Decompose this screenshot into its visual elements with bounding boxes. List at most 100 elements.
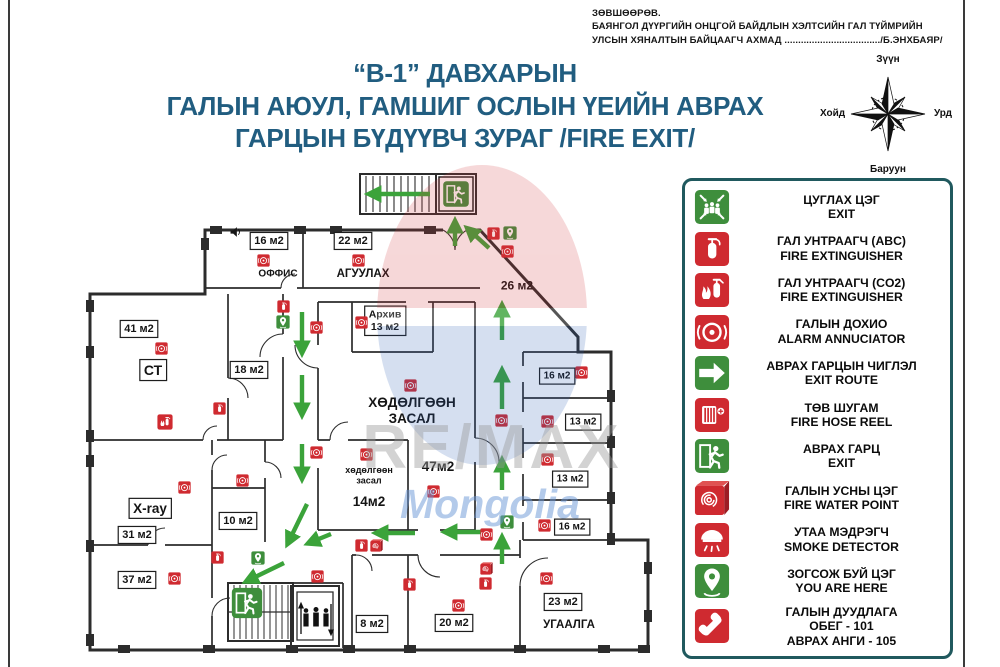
you-are-here-icon — [503, 226, 517, 240]
alarm-annunciator-icon — [427, 485, 440, 498]
alarm-annunciator-icon — [257, 254, 270, 267]
room-label: 31 м2 — [117, 525, 157, 545]
svg-text:31 м2: 31 м2 — [122, 529, 152, 541]
svg-text:16 м2: 16 м2 — [544, 371, 571, 382]
page-frame-right — [963, 0, 965, 667]
svg-text:8 м2: 8 м2 — [360, 618, 383, 630]
elevator — [290, 585, 340, 647]
fire-hose-reel-icon — [694, 397, 730, 433]
room-label: 16 м2 — [249, 231, 289, 251]
room-label: 13 м2 — [551, 470, 589, 488]
alarm-annunciator-icon — [480, 528, 493, 541]
room-label: 16 м2 — [538, 367, 576, 385]
room-label: 13 м2 — [564, 413, 602, 431]
evacuation-arrow — [463, 224, 491, 250]
svg-text:засал: засал — [356, 476, 381, 486]
room-label: 10 м2 — [218, 511, 258, 531]
room-label: 26 м2 — [501, 278, 534, 292]
alarm-annunciator-icon — [501, 245, 514, 258]
compass-label-left: Хойд — [820, 108, 846, 119]
extinguisher-abc-icon — [487, 227, 500, 240]
alarm-annunciator-icon — [352, 254, 365, 267]
svg-text:13 м2: 13 м2 — [371, 321, 399, 333]
room-label: 18 м2 — [229, 360, 269, 380]
evacuation-arrow — [303, 530, 332, 547]
alarm-annunciator-icon — [404, 379, 417, 392]
svg-text:X-ray: X-ray — [133, 501, 167, 516]
speaker-icon — [230, 227, 240, 237]
room-label: УГААЛГА — [543, 619, 595, 631]
emergency-exit-icon — [443, 181, 469, 207]
room-label: 20 м2 — [434, 613, 474, 633]
svg-text:СТ: СТ — [144, 362, 163, 378]
svg-text:ОФФИС: ОФФИС — [258, 269, 297, 280]
extinguisher-abc-icon — [211, 551, 224, 564]
assembly-point-icon — [694, 189, 730, 225]
alarm-annunciator-icon — [168, 572, 181, 585]
exit-route-arrow-icon — [694, 355, 730, 391]
approval-heading: ЗӨВШӨӨРӨВ. — [592, 8, 661, 19]
room-label: АГУУЛАХ — [337, 268, 390, 280]
alarm-annunciator-icon — [538, 519, 551, 532]
elevator-people-icon — [303, 607, 329, 627]
legend-label: ГАЛ УНТРААГЧ (CO2)FIRE EXTINGUISHER — [777, 275, 906, 305]
svg-text:23 м2: 23 м2 — [548, 596, 578, 608]
svg-text:АГУУЛАХ: АГУУЛАХ — [337, 268, 390, 280]
extinguisher-abc-icon — [277, 300, 290, 313]
you-are-here-icon — [251, 551, 265, 565]
page-title: “В-1” ДАВХАРЫН ГАЛЫН АЮУЛ, ГАМШИГ ОСЛЫН … — [40, 57, 890, 155]
extinguisher-co2-icon — [157, 414, 173, 430]
compass-rose: Зүүн Хойд Урд Баруун — [820, 54, 956, 175]
smoke-detector-icon — [694, 522, 730, 558]
extinguisher-abc-icon — [479, 577, 492, 590]
title-line2: ГАЛЫН АЮУЛ, ГАМШИГ ОСЛЫН ҮЕИЙН АВРАХ — [166, 90, 764, 121]
svg-text:22 м2: 22 м2 — [338, 235, 368, 247]
svg-text:13 м2: 13 м2 — [570, 417, 597, 428]
alarm-annunciator-icon — [355, 316, 368, 329]
svg-text:16 м2: 16 м2 — [254, 235, 284, 247]
title-line3: ГАРЦЫН БҮДҮҮВЧ ЗУРАГ /FIRE EXIT/ — [235, 123, 695, 153]
page-frame-left — [8, 0, 10, 667]
svg-text:14м2: 14м2 — [353, 494, 386, 509]
emergency-exit-icon — [231, 587, 263, 619]
you-are-here-icon — [276, 315, 290, 329]
room-label: 22 м2 — [333, 231, 373, 251]
alarm-annunciator-icon — [310, 321, 323, 334]
fire-water-point-icon — [480, 562, 493, 575]
svg-text:20 м2: 20 м2 — [439, 617, 469, 629]
alarm-annunciator-icon — [360, 448, 373, 461]
alarm-annunciator-icon — [541, 415, 554, 428]
room-label: 16 м2 — [553, 518, 591, 536]
evacuation-arrow — [285, 503, 309, 549]
alarm-annunciator-icon — [311, 570, 324, 583]
compass-label-right: Урд — [933, 108, 952, 119]
svg-text:10 м2: 10 м2 — [223, 515, 253, 527]
room-label: 14м2 — [353, 494, 386, 509]
svg-text:47м2: 47м2 — [422, 459, 455, 474]
alarm-annunciator-icon — [452, 599, 465, 612]
alarm-annunciator-icon — [694, 314, 730, 350]
approval-block: ЗӨВШӨӨРӨВ. БАЯНГОЛ ДҮҮРГИЙН ОНЦГОЙ БАЙДЛ… — [592, 7, 964, 47]
svg-text:ЗАСАЛ: ЗАСАЛ — [389, 411, 436, 426]
legend-item: ГАЛ УНТРААГЧ (ABC)FIRE EXTINGUISHER — [694, 231, 944, 267]
svg-text:37 м2: 37 м2 — [122, 574, 152, 586]
compass-star-icon — [850, 76, 926, 152]
svg-text:хөдөлгөөн: хөдөлгөөн — [345, 465, 393, 475]
svg-text:41 м2: 41 м2 — [124, 323, 154, 335]
title-line1: “В-1” ДАВХАРЫН — [353, 58, 577, 88]
